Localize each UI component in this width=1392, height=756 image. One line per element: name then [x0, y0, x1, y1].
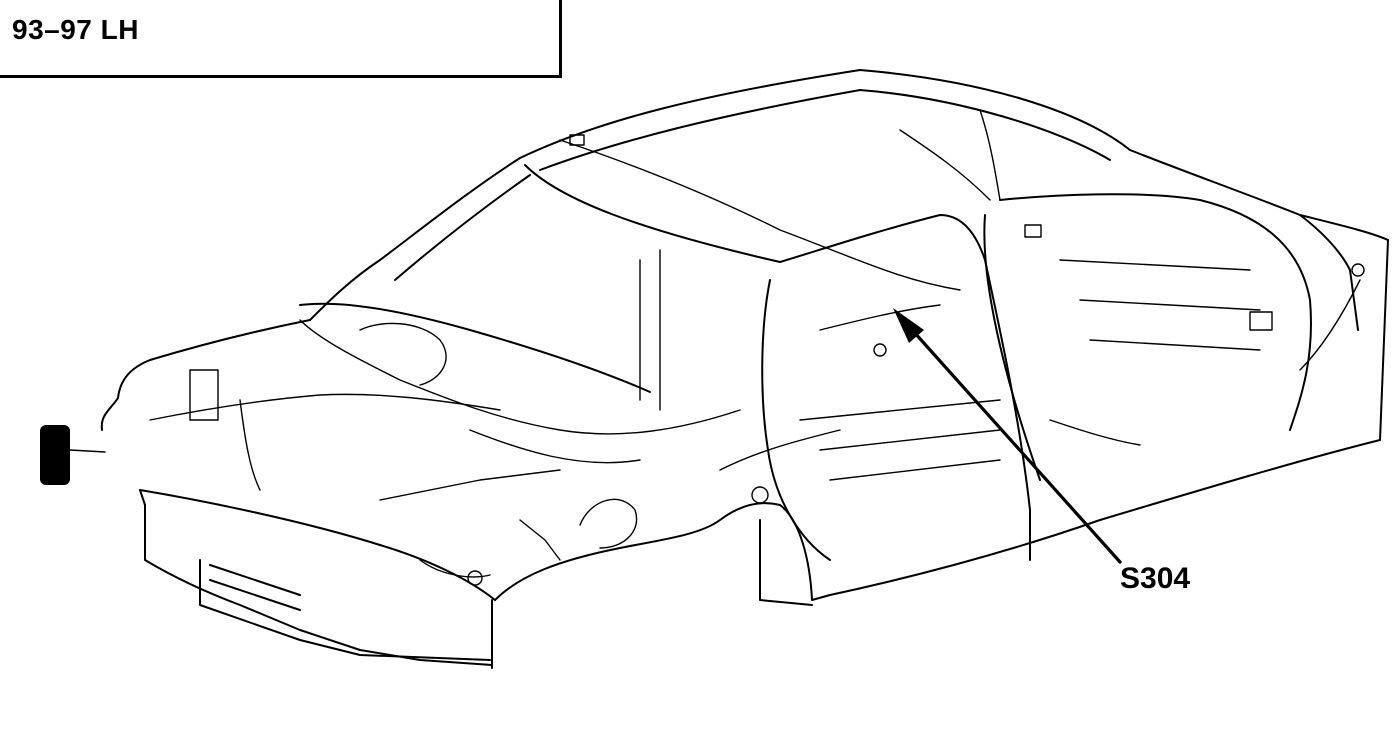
- title-box: 93–97 LH: [0, 0, 562, 78]
- splice-callout-label: S304: [1120, 562, 1191, 595]
- wiring-harness: [149, 109, 1361, 578]
- vehicle-body-outline: [100, 69, 1389, 669]
- connector-icons: [40, 134, 1365, 586]
- page-title: 93–97 LH: [12, 14, 139, 45]
- callout-arrow: [893, 308, 1122, 564]
